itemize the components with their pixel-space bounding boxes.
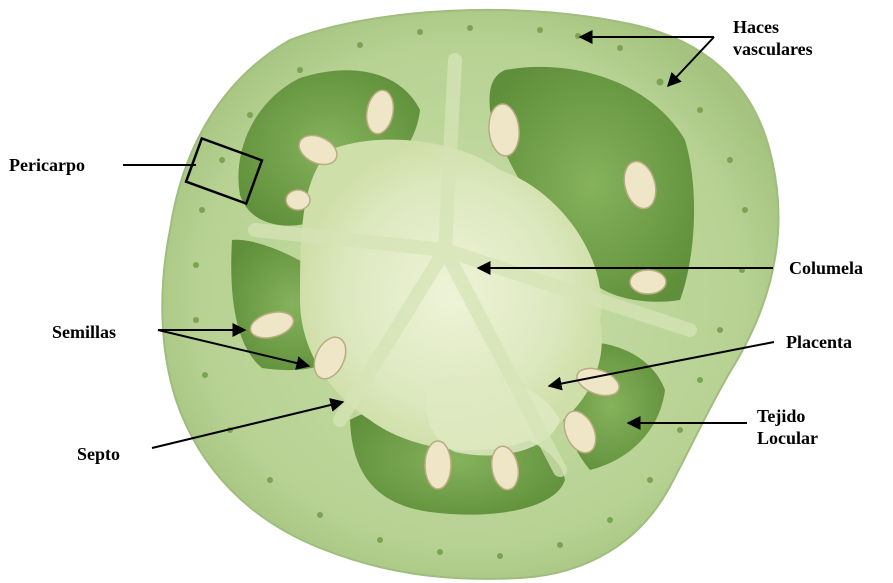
label-septo: Septo (77, 443, 120, 465)
label-columela: Columela (789, 257, 863, 279)
label-haces-line1: Haces (733, 16, 813, 38)
label-haces-vasculares: Haces vasculares (733, 16, 813, 60)
label-tejido-locular: Tejido Locular (757, 405, 818, 449)
label-placenta: Placenta (786, 331, 852, 353)
label-haces-line2: vasculares (733, 38, 813, 60)
label-tejido-line1: Tejido (757, 405, 818, 427)
label-semillas: Semillas (52, 321, 116, 343)
label-pericarpo: Pericarpo (9, 154, 85, 176)
label-tejido-line2: Locular (757, 427, 818, 449)
